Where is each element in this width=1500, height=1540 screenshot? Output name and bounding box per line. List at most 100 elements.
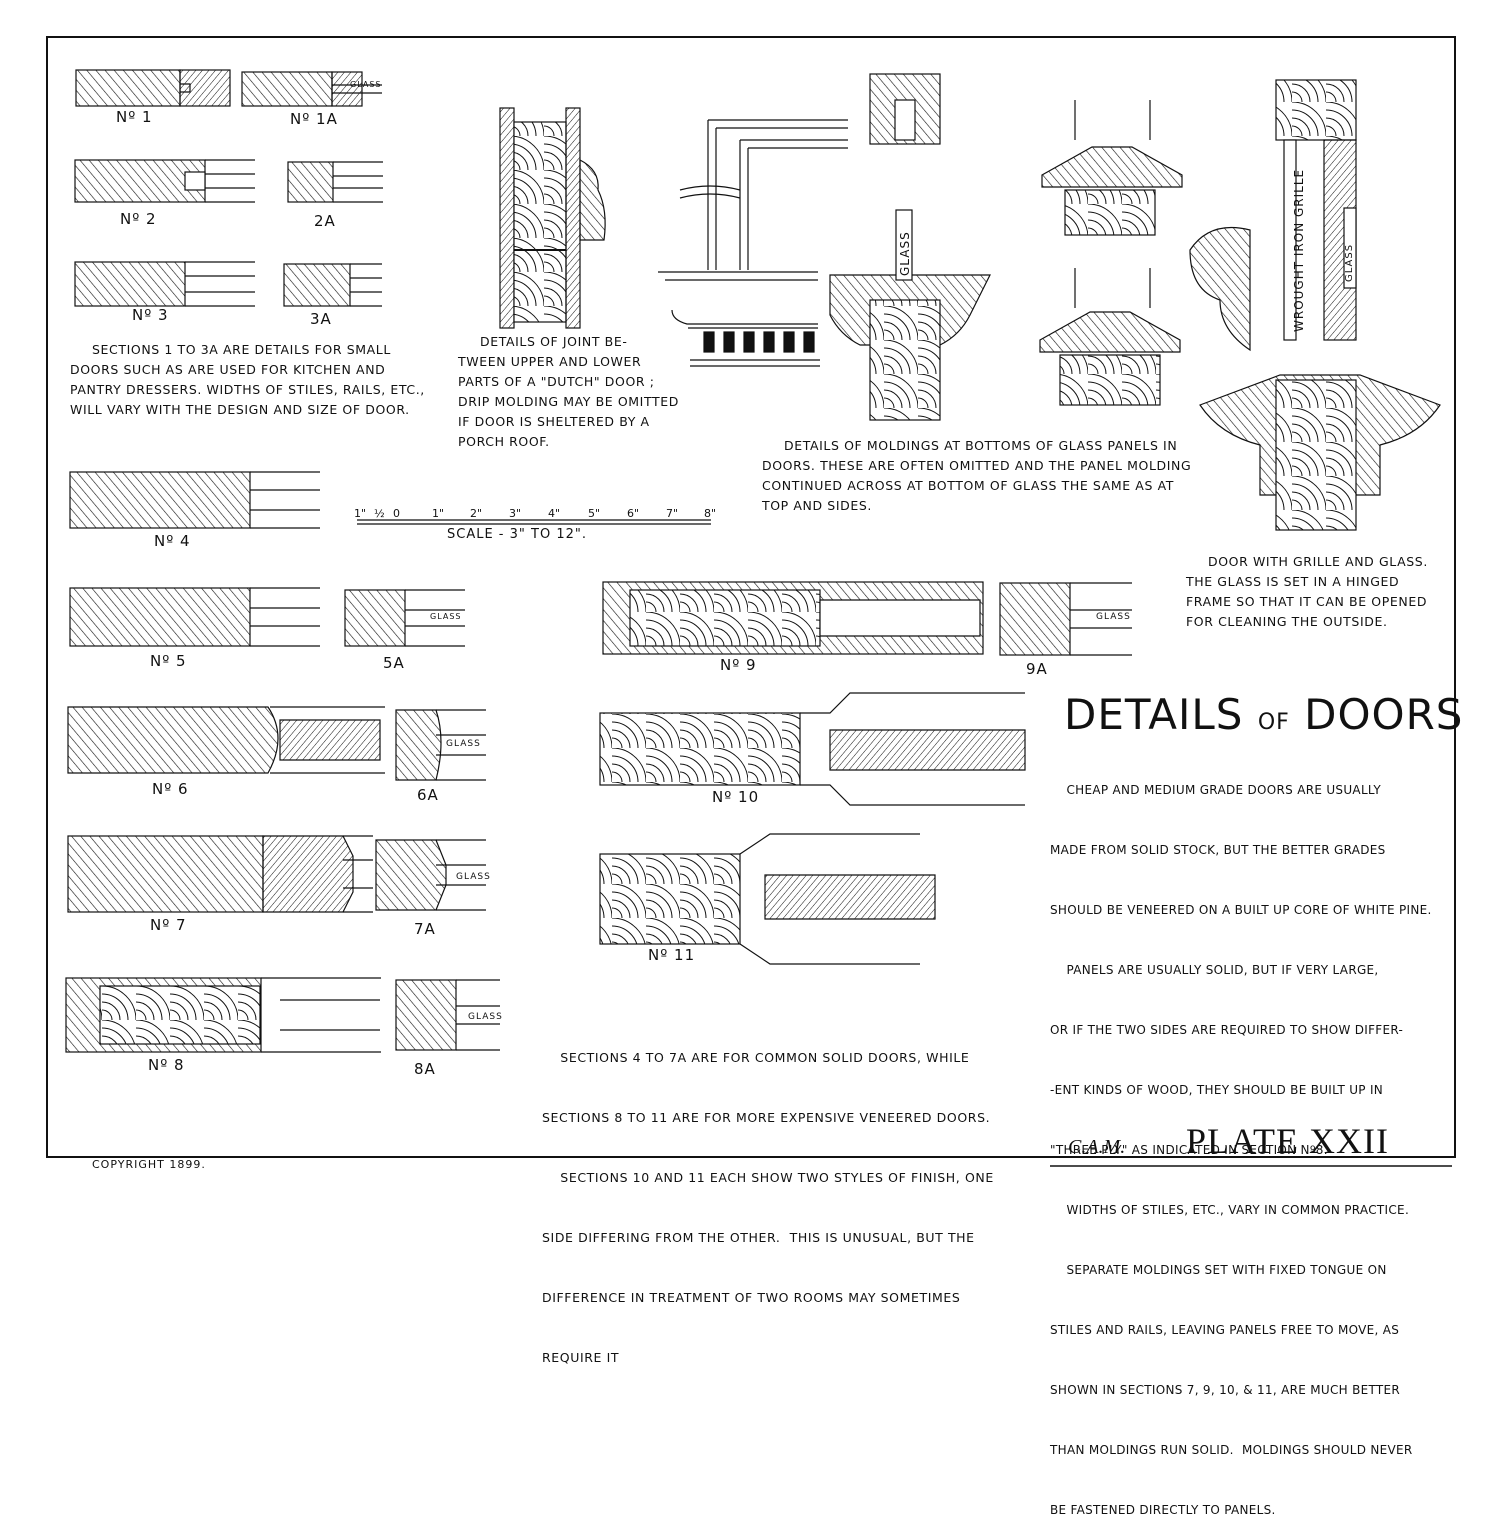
dutch-door-joint xyxy=(499,107,606,329)
note-line: MADE FROM SOLID STOCK, BUT THE BETTER GR… xyxy=(1050,843,1386,857)
note-line: FRAME SO THAT IT CAN BE OPENED xyxy=(1186,594,1428,609)
glass-label-center: GLASS xyxy=(898,231,912,276)
glass-label-8a: GLASS xyxy=(468,1012,503,1022)
scale-tick-2: 0 xyxy=(393,507,400,520)
note-line: PANELS ARE USUALLY SOLID, BUT IF VERY LA… xyxy=(1050,963,1379,977)
note-line: REQUIRE IT xyxy=(542,1350,620,1365)
section-5a xyxy=(344,589,465,647)
glass-label-6a: GLASS xyxy=(446,739,481,749)
note-line: TWEEN UPPER AND LOWER xyxy=(458,354,642,369)
note-line: FOR CLEANING THE OUTSIDE. xyxy=(1186,614,1388,629)
note-line: BE FASTENED DIRECTLY TO PANELS. xyxy=(1050,1503,1276,1517)
note-moldings: DETAILS OF MOLDINGS AT BOTTOMS OF GLASS … xyxy=(762,436,1191,516)
title-of: OF xyxy=(1257,710,1290,735)
glass-bottom-molding-1 xyxy=(829,73,991,421)
label-section-2: Nº 2 xyxy=(120,210,157,228)
artist-signature: C.A.M. xyxy=(1068,1136,1126,1158)
section-3 xyxy=(74,261,255,307)
label-section-11: Nº 11 xyxy=(648,946,696,964)
note-line: PANTRY DRESSERS. WIDTHS OF STILES, RAILS… xyxy=(70,382,425,397)
copyright-line: COPYRIGHT 1899. xyxy=(92,1158,206,1171)
scale-tick-8: 6" xyxy=(627,507,640,520)
note-line: WILL VARY WITH THE DESIGN AND SIZE OF DO… xyxy=(70,402,410,417)
section-6 xyxy=(67,706,385,774)
section-1a xyxy=(241,71,382,107)
section-8 xyxy=(65,977,381,1053)
note-line: CHEAP AND MEDIUM GRADE DOORS ARE USUALLY xyxy=(1050,783,1381,797)
note-small-doors: SECTIONS 1 TO 3A ARE DETAILS FOR SMALL D… xyxy=(70,340,425,420)
note-line: SECTIONS 8 TO 11 ARE FOR MORE EXPENSIVE … xyxy=(542,1110,991,1125)
label-section-5: Nº 5 xyxy=(150,652,187,670)
note-line: SECTIONS 10 AND 11 EACH SHOW TWO STYLES … xyxy=(542,1170,994,1185)
note-line: CONTINUED ACROSS AT BOTTOM OF GLASS THE … xyxy=(762,478,1174,493)
label-section-6: Nº 6 xyxy=(152,780,189,798)
note-line: SIDE DIFFERING FROM THE OTHER. THIS IS U… xyxy=(542,1230,975,1245)
note-line: SECTIONS 4 TO 7A ARE FOR COMMON SOLID DO… xyxy=(542,1050,970,1065)
label-section-10: Nº 10 xyxy=(712,788,760,806)
plate-number: PLATE XXII xyxy=(1186,1121,1389,1161)
section-6a xyxy=(395,709,486,781)
scale-tick-10: 8" xyxy=(704,507,717,520)
label-section-5a: 5A xyxy=(383,654,405,672)
note-line: DOOR WITH GRILLE AND GLASS. xyxy=(1208,554,1428,569)
note-line: SHOWN IN SECTIONS 7, 9, 10, & 11, ARE MU… xyxy=(1050,1383,1401,1397)
plate-drawing xyxy=(46,36,1456,1167)
note-line: DOORS. THESE ARE OFTEN OMITTED AND THE P… xyxy=(762,458,1192,473)
section-9 xyxy=(602,581,984,655)
glass-label-grille: GLASS xyxy=(1344,243,1355,282)
section-8a xyxy=(395,979,500,1051)
section-10 xyxy=(599,692,1026,806)
note-line: IF DOOR IS SHELTERED BY A xyxy=(458,414,650,429)
note-line: WIDTHS OF STILES, ETC., VARY IN COMMON P… xyxy=(1050,1203,1410,1217)
note-line: DETAILS OF MOLDINGS AT BOTTOMS OF GLASS … xyxy=(784,438,1178,453)
glass-bottom-molding-2 xyxy=(1041,100,1183,236)
label-section-3: Nº 3 xyxy=(132,306,169,324)
scale-tick-7: 5" xyxy=(588,507,601,520)
label-section-7: Nº 7 xyxy=(150,916,187,934)
plate-border xyxy=(46,36,1456,1158)
note-bottom: SECTIONS 4 TO 7A ARE FOR COMMON SOLID DO… xyxy=(542,1008,994,1388)
scale-tick-5: 3" xyxy=(509,507,522,520)
note-line: DIFFERENCE IN TREATMENT OF TWO ROOMS MAY… xyxy=(542,1290,961,1305)
grille-label: WROUGHT IRON GRILLE xyxy=(1292,168,1306,332)
label-section-1a: Nº 1A xyxy=(290,110,338,128)
scale-tick-1: ½ xyxy=(374,507,385,520)
note-line: DETAILS OF JOINT BE- xyxy=(480,334,628,349)
note-line: PARTS OF A "DUTCH" DOOR ; xyxy=(458,374,655,389)
scale-tick-4: 2" xyxy=(470,507,483,520)
glass-label-9a: GLASS xyxy=(1096,612,1131,622)
grille-door-section xyxy=(1189,79,1441,531)
label-section-8: Nº 8 xyxy=(148,1056,185,1074)
note-line: DRIP MOLDING MAY BE OMITTED xyxy=(458,394,679,409)
page-title: DETAILS OF DOORS xyxy=(1064,690,1463,739)
section-9a xyxy=(999,582,1132,656)
note-line: OR IF THE TWO SIDES ARE REQUIRED TO SHOW… xyxy=(1050,1023,1404,1037)
note-dutch-door: DETAILS OF JOINT BE- TWEEN UPPER AND LOW… xyxy=(458,332,679,452)
title-part-2: DOORS xyxy=(1289,690,1464,739)
section-1 xyxy=(75,69,231,107)
label-section-7a: 7A xyxy=(414,920,436,938)
scale-tick-3: 1" xyxy=(432,507,445,520)
section-7 xyxy=(67,835,373,913)
scale-tick-6: 4" xyxy=(548,507,561,520)
scale-tick-0: 1" xyxy=(354,507,367,520)
label-section-9a: 9A xyxy=(1026,660,1048,678)
glass-bottom-molding-3 xyxy=(1039,268,1181,406)
label-section-2a: 2A xyxy=(314,212,336,230)
section-11 xyxy=(599,833,936,965)
section-2 xyxy=(74,159,255,203)
title-part-1: DETAILS xyxy=(1064,690,1258,739)
glass-label-5a: GLASS xyxy=(430,612,462,621)
label-section-3a: 3A xyxy=(310,310,332,328)
note-line: SEPARATE MOLDINGS SET WITH FIXED TONGUE … xyxy=(1050,1263,1387,1277)
note-line: THE GLASS IS SET IN A HINGED xyxy=(1186,574,1400,589)
scale-bar xyxy=(357,519,711,525)
note-grille: DOOR WITH GRILLE AND GLASS. THE GLASS IS… xyxy=(1186,552,1428,632)
scale-tick-9: 7" xyxy=(666,507,679,520)
note-line: PORCH ROOF. xyxy=(458,434,550,449)
section-3a xyxy=(283,263,382,307)
note-line: THAN MOLDINGS RUN SOLID. MOLDINGS SHOULD… xyxy=(1050,1443,1413,1457)
label-section-4: Nº 4 xyxy=(154,532,191,550)
note-line: "THREE PLY" AS INDICATED IN SECTION Nº8. xyxy=(1050,1143,1328,1157)
note-line: SECTIONS 1 TO 3A ARE DETAILS FOR SMALL xyxy=(92,342,391,357)
